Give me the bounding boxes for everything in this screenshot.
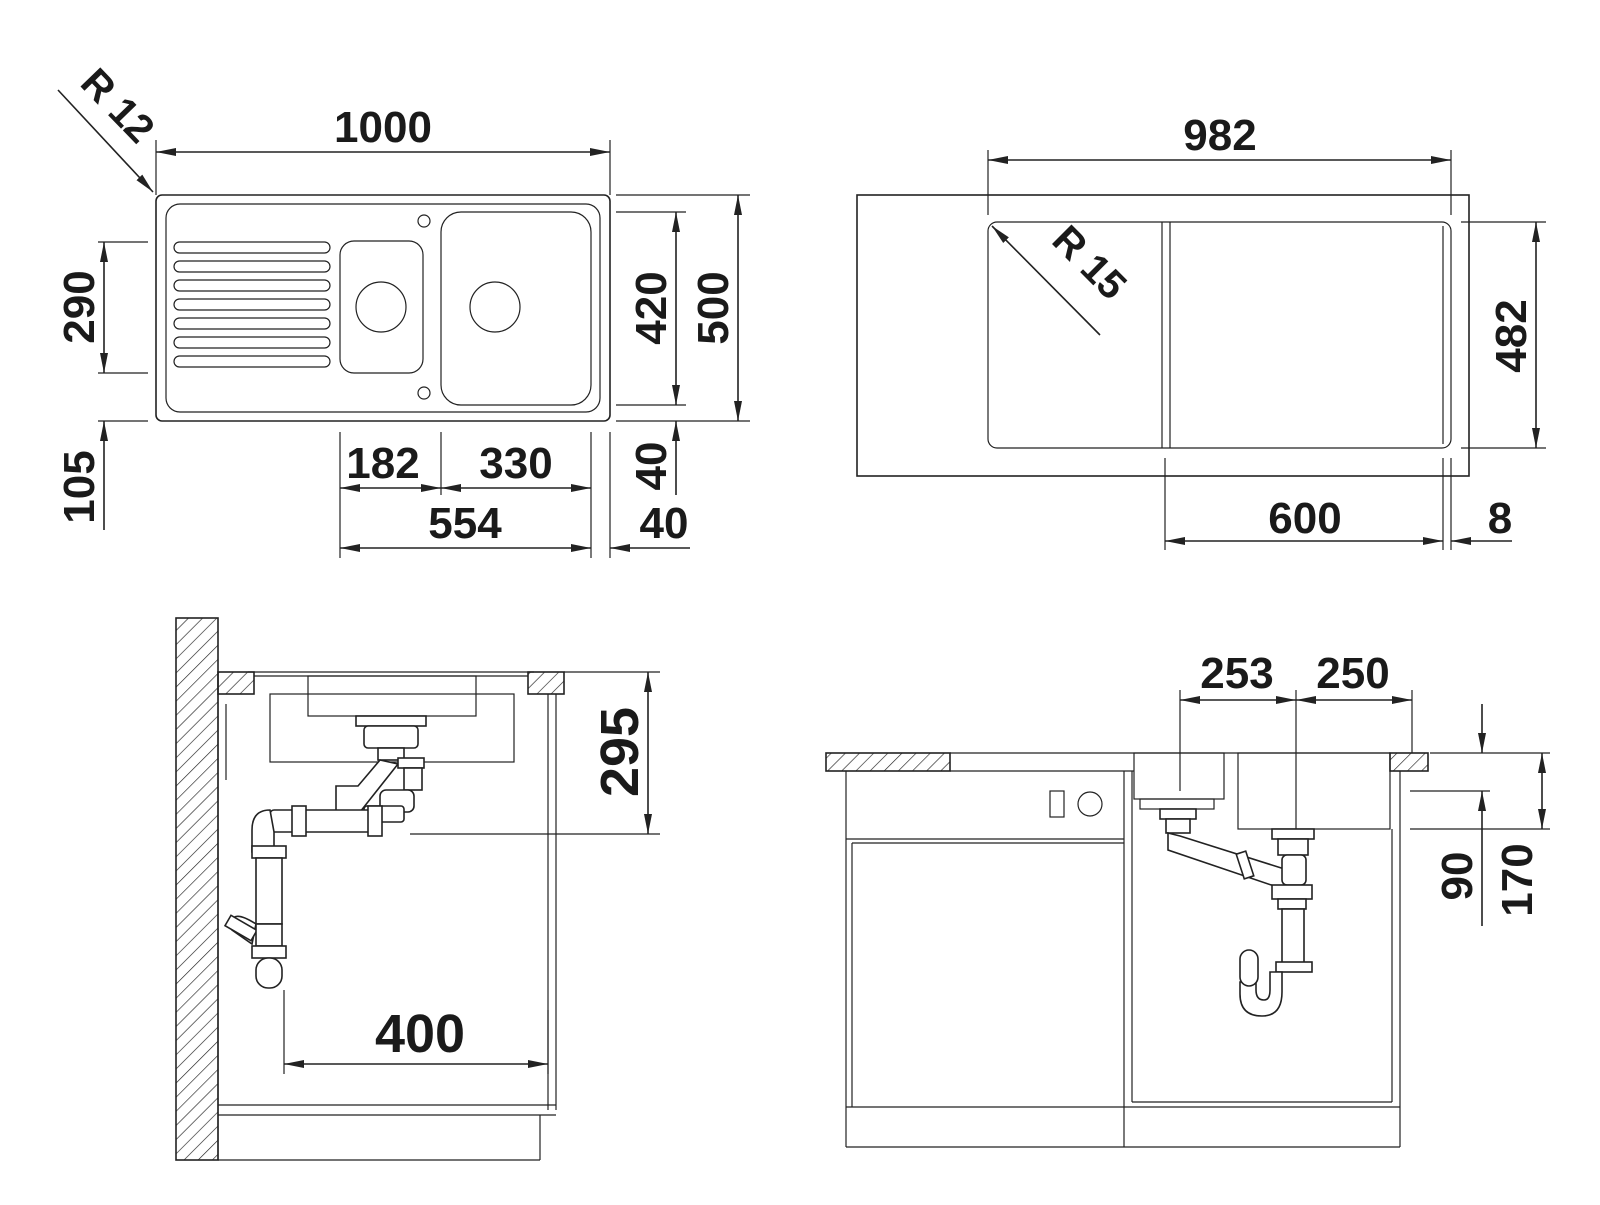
dim-8: 8 <box>1488 494 1512 543</box>
large-bowl <box>440 211 592 406</box>
dim-295: 295 <box>590 707 650 797</box>
dim-182: 182 <box>346 439 419 488</box>
dim-170: 170 <box>1493 843 1542 916</box>
switch-rect <box>1049 790 1065 818</box>
dim-r12: R 12 <box>72 60 162 151</box>
dim-40-vertical: 40 <box>627 442 676 491</box>
dim-250: 250 <box>1316 649 1389 698</box>
worktop-outline <box>856 194 1470 477</box>
tap-hole <box>417 214 431 228</box>
dim-554: 554 <box>428 499 502 548</box>
waste-trap <box>223 715 427 989</box>
small-bowl-section <box>307 675 477 717</box>
top-left-sink-plan: R 12 1000 290 105 420 500 40 182 330 554… <box>55 60 750 558</box>
dim-482: 482 <box>1487 299 1536 372</box>
dim-400: 400 <box>375 1004 465 1064</box>
dim-r15: R 15 <box>1044 217 1135 308</box>
dim-40-horizontal: 40 <box>640 499 689 548</box>
dim-290: 290 <box>55 270 104 343</box>
top-right-cutout-plan: 982 R 15 482 600 8 <box>856 111 1546 550</box>
dim-105: 105 <box>55 450 104 523</box>
large-bowl-drain <box>469 281 521 333</box>
worktop-hatched <box>825 752 951 772</box>
dim-500: 500 <box>689 271 738 344</box>
wall-hatched <box>175 617 219 1161</box>
small-bowl-front <box>1133 752 1225 800</box>
dim-420: 420 <box>627 271 676 344</box>
dim-90: 90 <box>1433 852 1482 901</box>
small-bowl <box>339 240 424 374</box>
overflow-hole <box>417 386 431 400</box>
large-bowl-front <box>1237 752 1391 830</box>
dim-253: 253 <box>1200 649 1273 698</box>
drainer-ribs <box>173 241 331 368</box>
dim-982: 982 <box>1183 111 1256 160</box>
bottom-left-side-section: 295 400 <box>175 617 660 1161</box>
sink-inner-rim <box>165 203 601 413</box>
switch-knob <box>1077 791 1103 817</box>
bottom-right-front-section: 253 250 90 170 <box>825 649 1550 1148</box>
small-bowl-drain <box>355 281 407 333</box>
dim-600: 600 <box>1268 494 1341 543</box>
dim-1000: 1000 <box>334 103 432 152</box>
cutout-outline <box>987 221 1452 449</box>
worktop-hatched-right <box>1389 752 1429 772</box>
sink-outline <box>155 194 611 422</box>
worktop-right <box>527 671 565 695</box>
waste-trap-front <box>1159 808 1315 1017</box>
worktop-left <box>217 671 255 695</box>
dim-330: 330 <box>479 439 552 488</box>
